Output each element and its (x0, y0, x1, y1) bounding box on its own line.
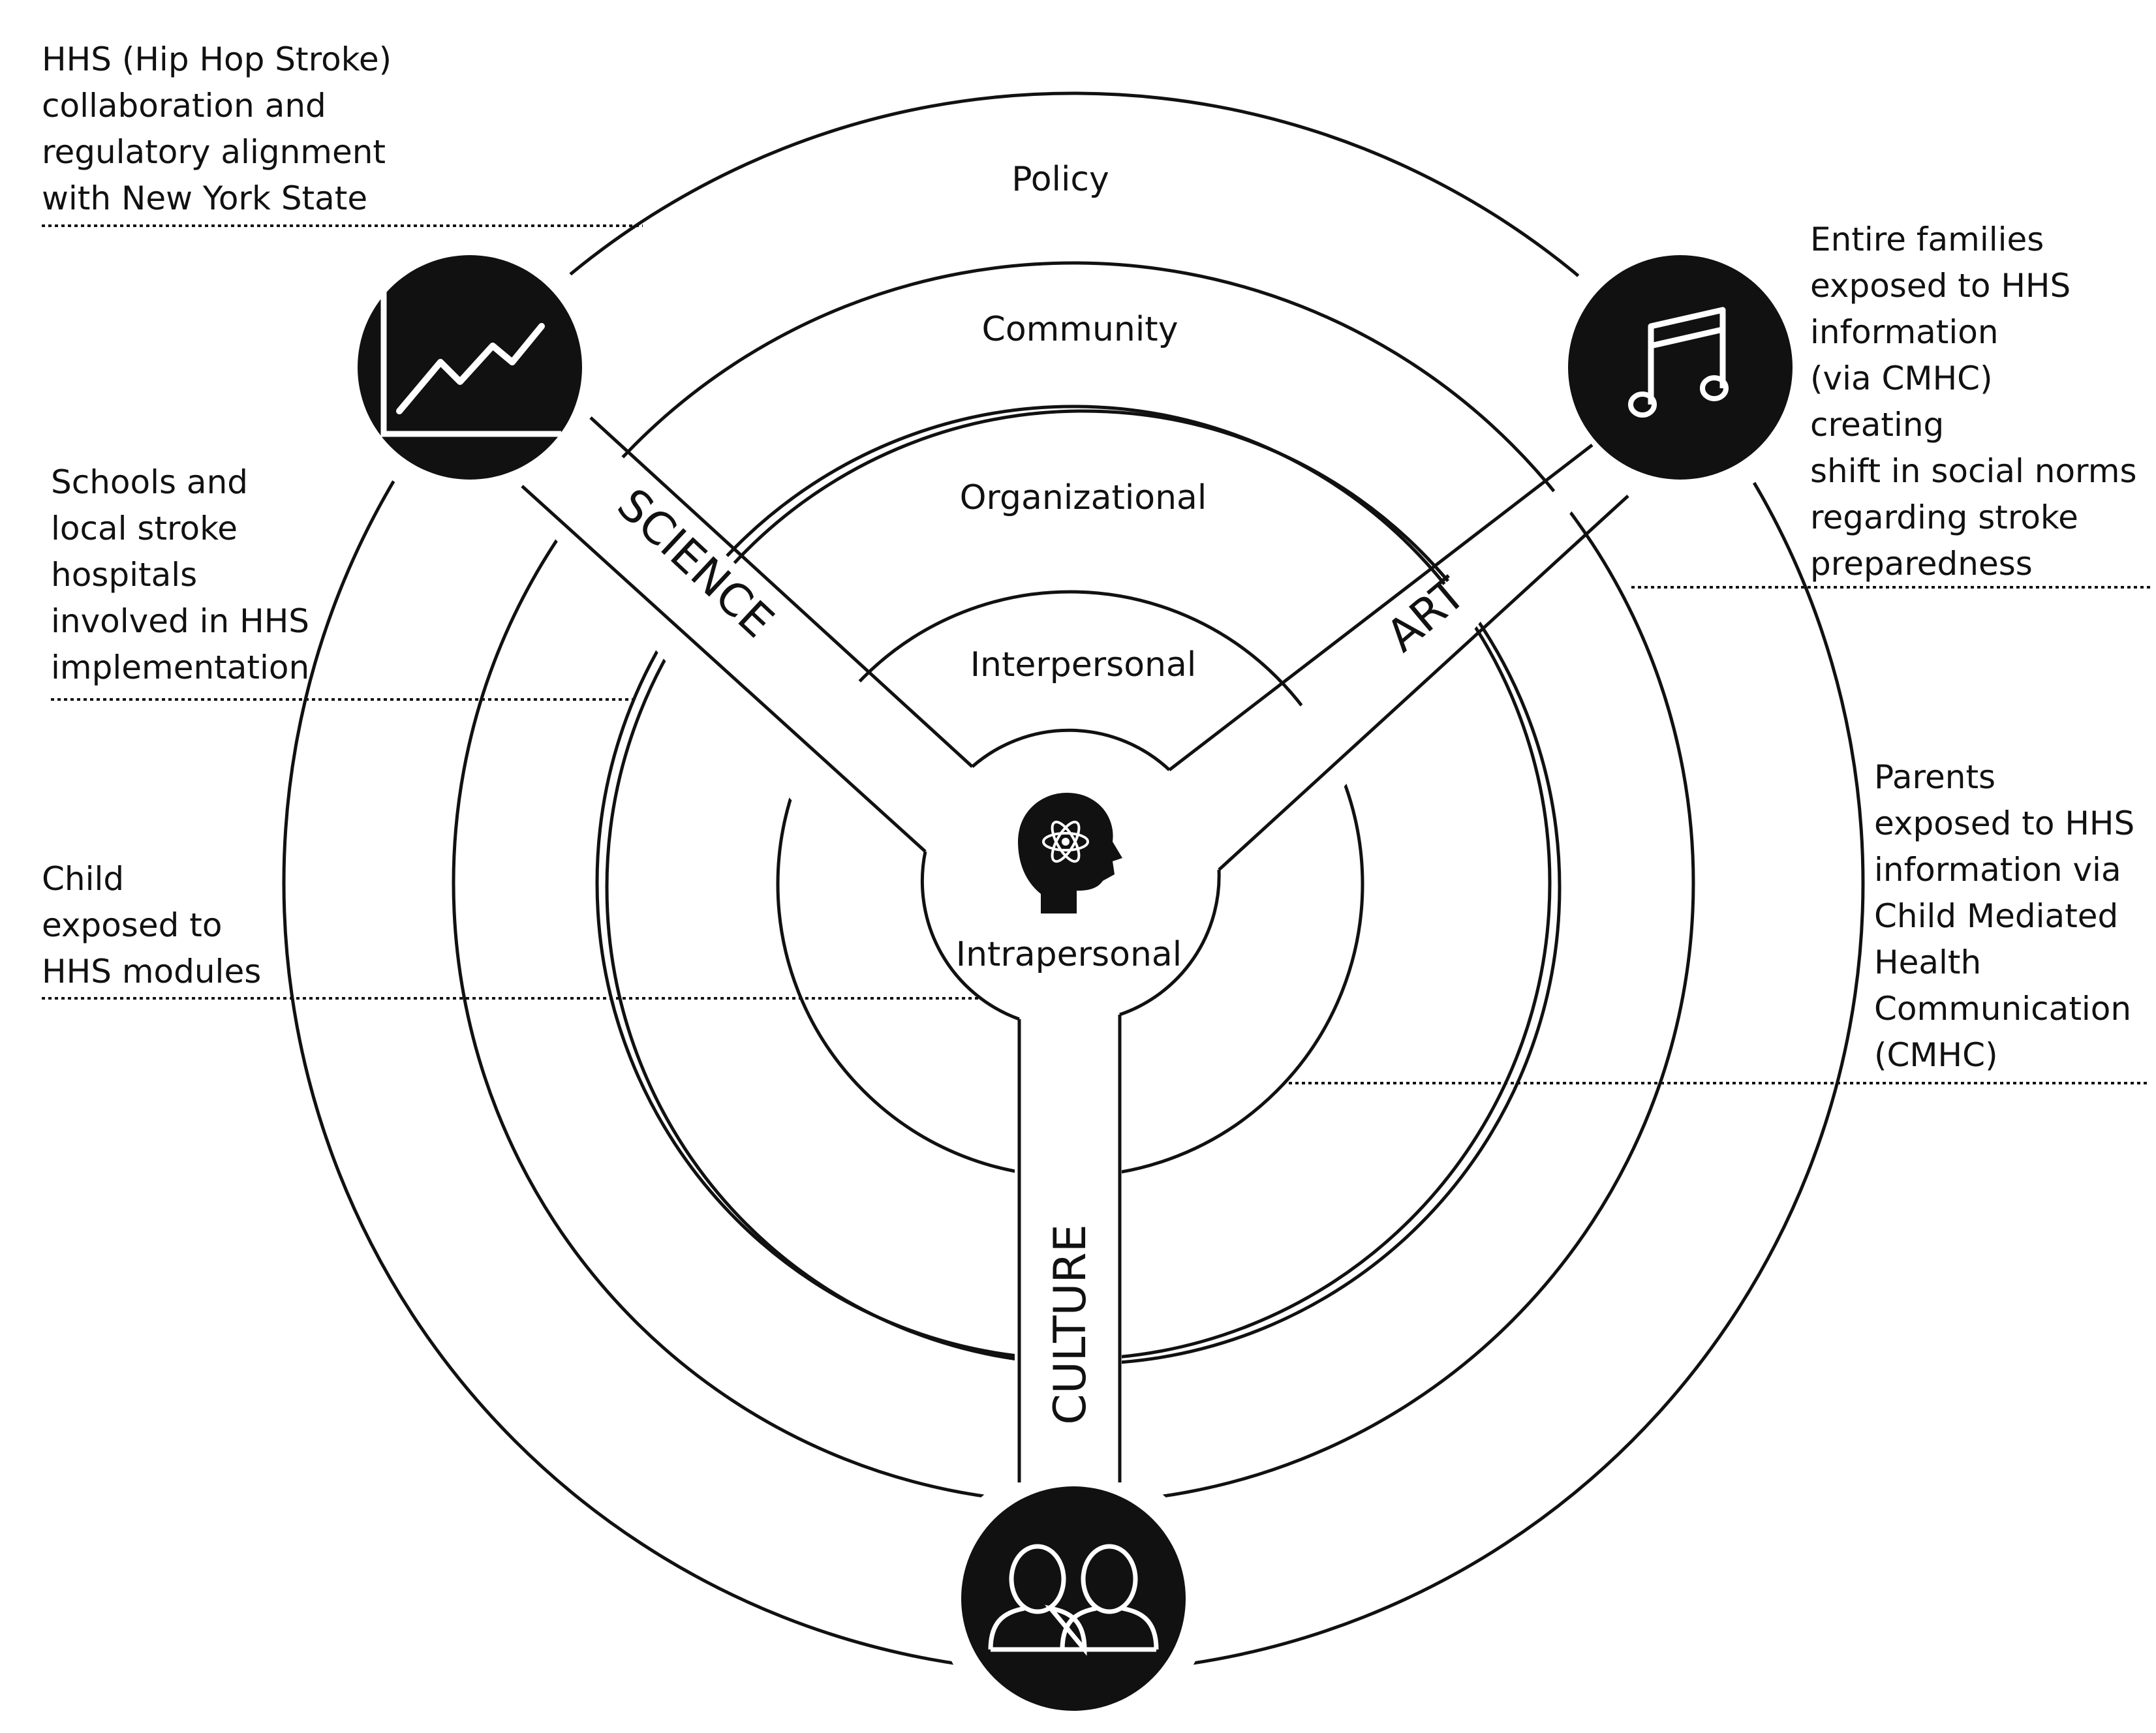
level-label-organizational: Organizational (960, 478, 1207, 517)
annotation-line: local stroke (51, 510, 238, 547)
annotation-line: HHS modules (42, 953, 262, 990)
annotation-line: involved in HHS (51, 602, 310, 640)
level-label-policy: Policy (1011, 160, 1109, 199)
annotation-line: collaboration and (42, 87, 326, 125)
annotation-organizational: Entire families exposed to HHS information… (1810, 217, 2137, 587)
leader-lines (42, 224, 2150, 1084)
head-atom-icon (1018, 793, 1122, 913)
annotation-intrapersonal: Child exposed to HHS modules (42, 856, 261, 995)
people-icon (961, 1486, 1186, 1711)
ring-organizational (595, 405, 1552, 1361)
pillar-label-culture: CULTURE (1045, 1224, 1096, 1424)
center-hub (920, 728, 1221, 1021)
annotation-line: Health (1874, 943, 1982, 981)
annotation-line: regarding stroke (1810, 498, 2078, 536)
annotation-line: Child Mediated (1874, 897, 2119, 935)
annotation-line: Entire families (1810, 221, 2044, 258)
annotation-line: hospitals (51, 556, 198, 594)
ring-inner-a (605, 409, 1562, 1366)
annotation-line: Schools and (51, 463, 249, 501)
annotation-line: exposed to HHS (1810, 267, 2071, 305)
annotation-line: exposed to HHS (1874, 805, 2135, 842)
annotation-line: implementation (51, 649, 310, 686)
annotation-policy: HHS (Hip Hop Stroke) collaboration and reg… (42, 37, 392, 222)
annotation-line: (via CMHC) (1810, 360, 1993, 397)
annotation-line: (CMHC) (1874, 1036, 1998, 1074)
music-note-icon (1568, 255, 1793, 480)
annotation-line: HHS (Hip Hop Stroke) (42, 40, 392, 78)
annotation-community: Schools and local stroke hospitals involved… (51, 459, 309, 691)
trend-chart-icon (358, 255, 582, 480)
annotation-line: Parents (1874, 758, 1996, 796)
ring-inner-b (776, 590, 1364, 1178)
level-label-intrapersonal: Intrapersonal (956, 935, 1182, 974)
level-label-community: Community (982, 310, 1178, 349)
annotation-line: with New York State (42, 179, 368, 217)
annotation-line: information via (1874, 851, 2121, 889)
annotation-line: regulatory alignment (42, 133, 386, 171)
annotation-line: exposed to (42, 906, 223, 944)
annotation-line: shift in social norms (1810, 452, 2137, 490)
annotation-line: Communication (1874, 990, 2132, 1028)
pillar-label-science: SCIENCE (608, 479, 784, 648)
annotation-line: preparedness (1810, 545, 2033, 583)
level-label-interpersonal: Interpersonal (970, 645, 1197, 684)
annotation-line: Child (42, 860, 125, 898)
annotation-line: information (1810, 313, 1999, 351)
annotation-line: creating (1810, 406, 1945, 444)
pillar-edges (521, 416, 1629, 1482)
